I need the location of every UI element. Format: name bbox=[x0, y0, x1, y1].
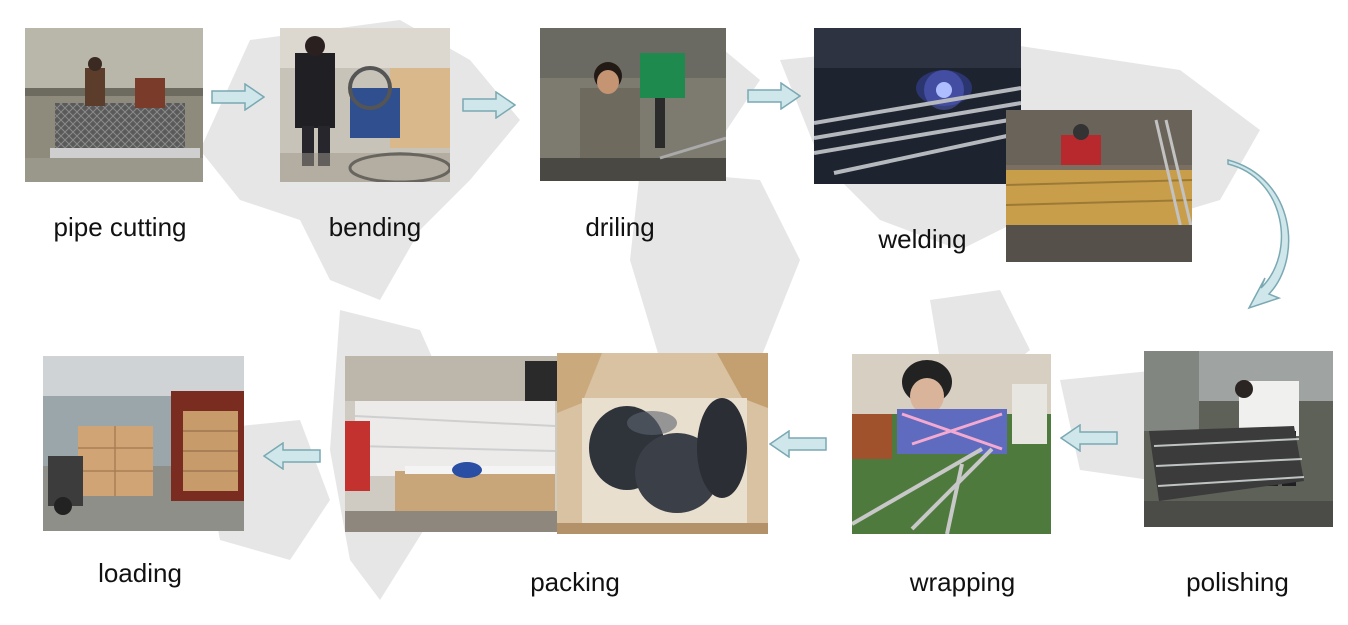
arrow-left-2 bbox=[769, 430, 827, 458]
step-label-pipe-cutting: pipe cutting bbox=[30, 212, 210, 243]
packing-photo-2 bbox=[557, 353, 768, 534]
bending-photo bbox=[280, 28, 450, 182]
drilling-photo bbox=[540, 28, 726, 181]
welding-photo-2 bbox=[1006, 110, 1192, 262]
packing-photo-1 bbox=[345, 356, 557, 532]
arrow-curved-down bbox=[1225, 158, 1295, 323]
loading-photo bbox=[43, 356, 244, 531]
arrow-right-1 bbox=[211, 83, 265, 111]
step-label-wrapping: wrapping bbox=[880, 567, 1045, 598]
arrow-left-1 bbox=[263, 442, 321, 470]
step-label-drilling: driling bbox=[550, 212, 690, 243]
step-label-bending: bending bbox=[300, 212, 450, 243]
step-label-packing: packing bbox=[500, 567, 650, 598]
arrow-right-3 bbox=[747, 82, 801, 110]
arrow-right-2 bbox=[462, 91, 516, 119]
arrow-left-3 bbox=[1060, 424, 1118, 452]
wrapping-photo bbox=[852, 354, 1051, 534]
welding-photo-1 bbox=[814, 28, 1021, 184]
step-label-loading: loading bbox=[65, 558, 215, 589]
pipe-cutting-photo bbox=[25, 28, 203, 182]
step-label-polishing: polishing bbox=[1160, 567, 1315, 598]
step-label-welding: welding bbox=[850, 224, 995, 255]
polishing-photo bbox=[1144, 351, 1333, 527]
